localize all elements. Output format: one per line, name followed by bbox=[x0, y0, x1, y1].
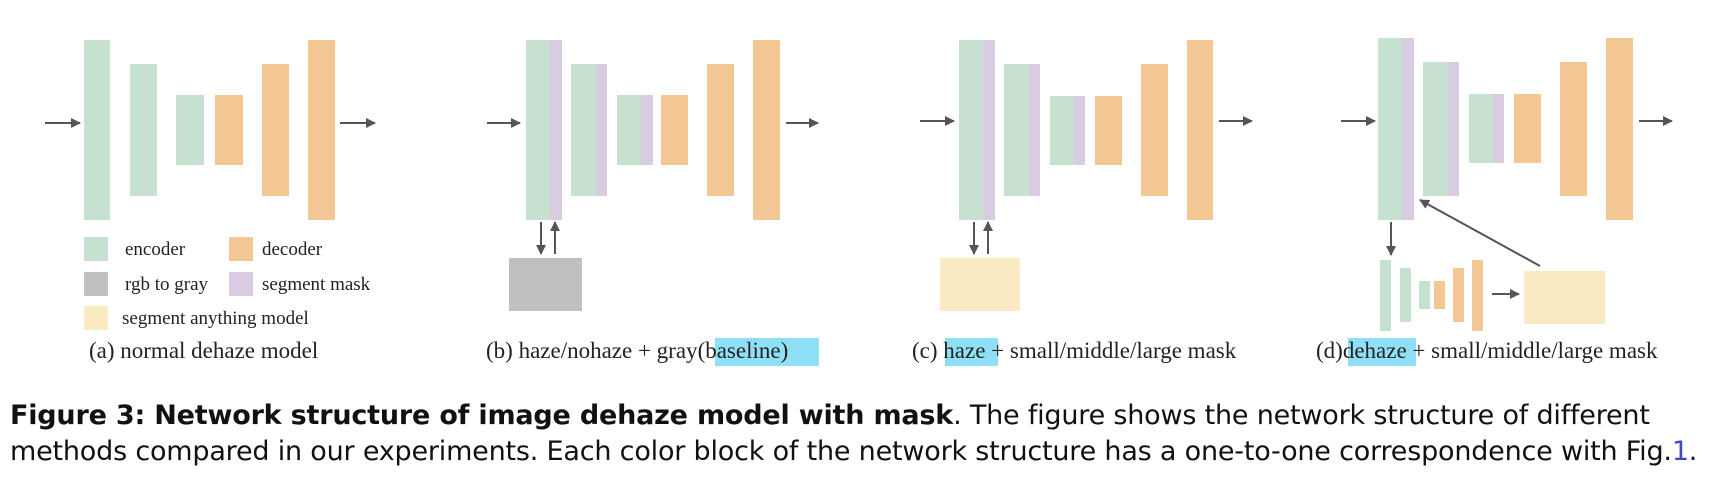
encoder-block bbox=[1050, 96, 1074, 165]
segment-anything-model-block bbox=[1524, 271, 1605, 324]
legend-swatch-encoder bbox=[84, 237, 108, 261]
segment-mask-block bbox=[1448, 62, 1459, 196]
legend-swatch-segment-anything-model bbox=[84, 306, 108, 330]
decoder-block bbox=[215, 95, 243, 165]
panel-b-label: (b) haze/nohaze + gray(baseline) bbox=[486, 338, 788, 363]
mini-encoder-block bbox=[1419, 281, 1430, 309]
decoder-block bbox=[262, 64, 289, 196]
segment-mask-block bbox=[1029, 64, 1040, 196]
panel-d-label-prefix: (d) bbox=[1316, 338, 1343, 363]
decoder-block bbox=[753, 40, 780, 220]
mini-decoder-block bbox=[1472, 260, 1483, 331]
mini-encoder-block bbox=[1380, 260, 1391, 331]
decoder-block bbox=[1141, 64, 1168, 196]
decoder-block bbox=[1187, 40, 1213, 220]
panel-c-label-prefix: (c) bbox=[912, 338, 943, 363]
panel-c-network bbox=[920, 40, 1253, 311]
panel-d-label-highlighted: dehaze bbox=[1343, 338, 1407, 363]
segment-mask-block bbox=[641, 95, 653, 165]
legend-label-encoder: encoder bbox=[125, 239, 186, 260]
decoder-block bbox=[1606, 38, 1633, 220]
legend-label-segment-anything-model: segment anything model bbox=[122, 308, 309, 329]
panel-b-label-highlighted: (baseline) bbox=[698, 338, 789, 363]
legend-label-decoder: decoder bbox=[262, 239, 323, 260]
encoder-block bbox=[1469, 94, 1493, 163]
segment-mask-block bbox=[1493, 94, 1504, 163]
decoder-block bbox=[1560, 62, 1587, 196]
caption-text: . The figure shows the network structure… bbox=[10, 400, 1672, 467]
segment-mask-block bbox=[550, 40, 562, 220]
segment-mask-block bbox=[1074, 96, 1085, 165]
decoder-block bbox=[1095, 96, 1122, 165]
encoder-block bbox=[959, 40, 983, 220]
encoder-block bbox=[176, 95, 204, 165]
encoder-block bbox=[617, 95, 641, 165]
legend-swatch-decoder bbox=[229, 237, 253, 261]
caption-end: . bbox=[1688, 436, 1698, 467]
legend-swatch-segment-mask bbox=[229, 272, 253, 296]
panel-d-label-suffix: + small/middle/large mask bbox=[1407, 338, 1658, 363]
segment-mask-block bbox=[596, 64, 607, 196]
legend-swatch-rgb-to-gray bbox=[84, 272, 108, 296]
panel-d-label-highlight bbox=[1348, 338, 1416, 366]
segment-anything-model-block bbox=[940, 258, 1020, 311]
encoder-block bbox=[526, 40, 550, 220]
decoder-block bbox=[661, 95, 688, 165]
panel-b-network bbox=[487, 40, 819, 311]
panel-d-network bbox=[1341, 38, 1673, 331]
panel-a-network bbox=[45, 40, 376, 220]
figure-caption: Figure 3: Network structure of image deh… bbox=[10, 398, 1722, 470]
rgb-to-gray-block bbox=[509, 258, 582, 311]
encoder-block bbox=[130, 64, 157, 196]
panel-c-label-highlight bbox=[945, 338, 998, 366]
figure-reference-link[interactable]: 1 bbox=[1671, 436, 1689, 467]
legend-label-rgb-to-gray: rgb to gray bbox=[125, 274, 209, 295]
decoder-block bbox=[707, 64, 734, 196]
mini-encoder-block bbox=[1400, 268, 1411, 322]
panel-c-label: (c) haze + small/middle/large mask bbox=[912, 338, 1237, 363]
encoder-block bbox=[1423, 62, 1448, 196]
caption-title: Figure 3: Network structure of image deh… bbox=[10, 400, 954, 431]
panel-b-label-highlight bbox=[715, 338, 819, 366]
legend: encoder decoder rgb to gray segment mask… bbox=[84, 237, 371, 330]
segment-mask-block bbox=[1402, 38, 1414, 220]
encoder-block bbox=[84, 40, 110, 220]
figure-diagram: encoder decoder rgb to gray segment mask… bbox=[45, 38, 1673, 366]
decoder-block bbox=[308, 40, 335, 220]
legend-label-segment-mask: segment mask bbox=[262, 274, 371, 295]
mini-decoder-block bbox=[1453, 268, 1464, 322]
panel-d-label: (d)dehaze + small/middle/large mask bbox=[1316, 338, 1658, 363]
mini-decoder-block bbox=[1434, 281, 1445, 309]
encoder-block bbox=[571, 64, 596, 196]
encoder-block bbox=[1378, 38, 1402, 220]
panel-a-label: (a) normal dehaze model bbox=[89, 338, 318, 363]
panel-c-label-suffix: + small/middle/large mask bbox=[985, 338, 1236, 363]
decoder-block bbox=[1514, 94, 1541, 163]
mini-dehaze-network bbox=[1380, 260, 1483, 331]
mask-feedback-arrow bbox=[1419, 199, 1541, 267]
encoder-block bbox=[1004, 64, 1029, 196]
segment-mask-block bbox=[983, 40, 995, 220]
panel-b-label-prefix: (b) haze/nohaze + gray bbox=[486, 338, 698, 363]
panel-c-label-highlighted: haze bbox=[943, 338, 985, 363]
